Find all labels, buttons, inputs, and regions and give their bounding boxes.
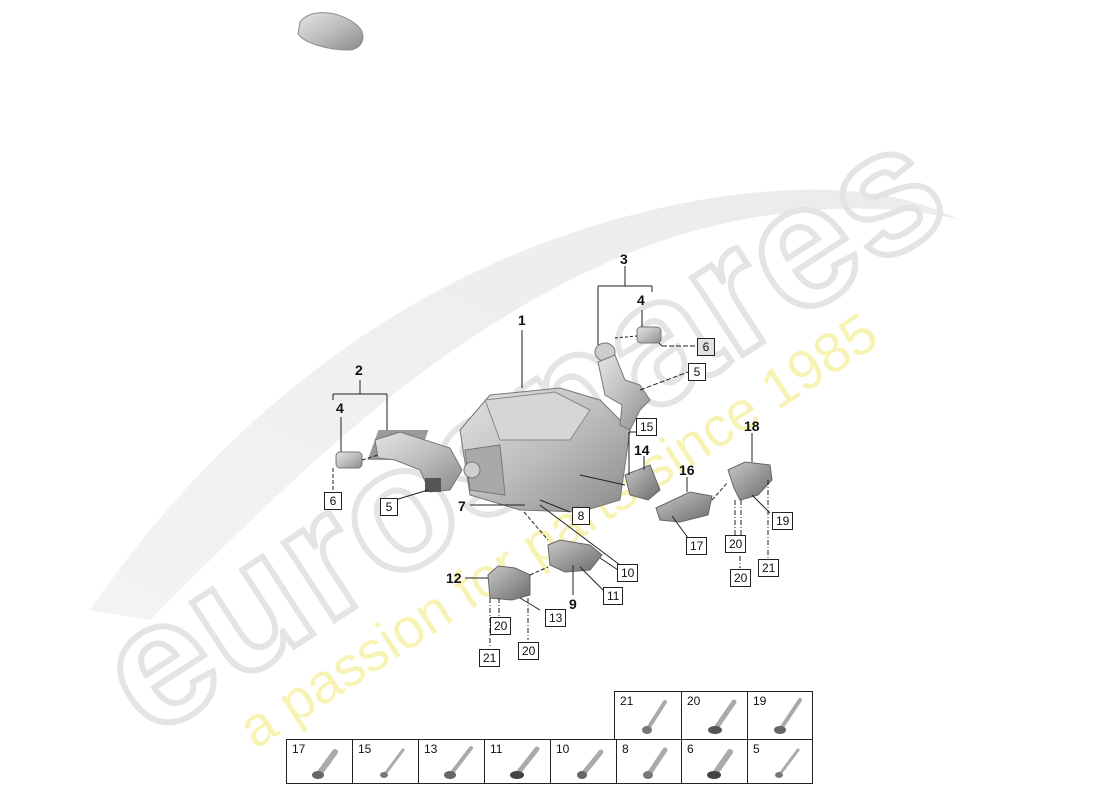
mount-9 [547,539,603,573]
fastener-cell-5[interactable]: 5 [747,739,813,784]
fastener-cell-6[interactable]: 6 [681,739,748,784]
callout-4-right[interactable]: 4 [637,292,645,308]
watermark-swoosh [90,189,960,620]
hex-bolt-icon [643,747,668,779]
callout-7[interactable]: 7 [458,498,466,514]
fastener-cell-11[interactable]: 11 [484,739,551,784]
flange-bolt-icon [642,700,667,734]
boxed-label-13[interactable]: 13 [545,609,567,627]
callout-3[interactable]: 3 [620,251,628,267]
fastener-cell-17[interactable]: 17 [286,739,353,784]
bracket-2 [374,431,463,493]
fastener-cell-10[interactable]: 10 [550,739,617,784]
washer-bolt-icon [444,746,473,779]
callout-12[interactable]: 12 [446,570,462,586]
bracket-18 [727,461,773,501]
fastener-number: 5 [753,742,760,756]
boxed-label-17[interactable]: 17 [686,537,708,555]
callout-14[interactable]: 14 [634,442,650,458]
boxed-label-6-left[interactable]: 6 [324,492,342,510]
callout-9[interactable]: 9 [569,596,577,612]
top-cap-part [297,12,364,51]
boxed-label-20-b[interactable]: 20 [518,642,540,660]
bushing-4-right [636,326,662,344]
collar-bolt-icon [510,746,540,779]
thin-bolt-icon [775,748,800,778]
fastener-number: 6 [687,742,694,756]
collar-bolt-icon [708,699,737,734]
fastener-cell-8[interactable]: 8 [616,739,682,784]
callout-1[interactable]: 1 [518,312,526,328]
fastener-cell-15[interactable]: 15 [352,739,419,784]
boxed-label-20-d[interactable]: 20 [730,569,752,587]
boxed-label-20-a[interactable]: 20 [490,617,512,635]
fastener-number: 13 [424,742,438,756]
callout-16[interactable]: 16 [679,462,695,478]
fastener-number: 20 [687,694,701,708]
boxed-label-11[interactable]: 11 [603,587,624,605]
fastener-number: 21 [620,694,634,708]
boxed-label-8[interactable]: 8 [572,507,590,525]
boxed-label-10[interactable]: 10 [617,564,639,582]
boxed-label-21-a[interactable]: 21 [479,649,501,667]
bushing-4-left [335,451,363,469]
mount-14 [624,464,661,501]
fastener-cell-21[interactable]: 21 [614,691,682,740]
callout-2[interactable]: 2 [355,362,363,378]
fastener-number: 17 [292,742,306,756]
fastener-cell-20[interactable]: 20 [681,691,748,740]
hex-bolt-icon [577,749,604,779]
bracket-12 [487,565,531,601]
boxed-label-15[interactable]: 15 [636,418,658,436]
collar-bolt-short-icon [707,749,733,779]
fastener-number: 19 [753,694,767,708]
boxed-label-21-b[interactable]: 21 [758,559,780,577]
leader-lines [332,266,771,648]
thin-bolt-icon [380,748,405,778]
fastener-number: 8 [622,742,629,756]
hex-bolt-icon [312,749,338,779]
boxed-label-5-left[interactable]: 5 [380,498,398,516]
callout-4-left[interactable]: 4 [336,400,344,416]
fastener-number: 11 [490,742,503,756]
callout-18[interactable]: 18 [744,418,760,434]
boxed-label-20-c[interactable]: 20 [725,535,747,553]
fastener-cell-13[interactable]: 13 [418,739,485,784]
fastener-number: 15 [358,742,372,756]
bracket-3 [594,342,651,431]
fastener-number: 10 [556,742,570,756]
boxed-label-6-right[interactable]: 6 [697,338,715,356]
fastener-cell-19[interactable]: 19 [747,691,813,740]
flange-bolt-icon [774,698,802,734]
boxed-label-19[interactable]: 19 [772,512,794,530]
mount-16 [655,491,713,523]
boxed-label-5-right[interactable]: 5 [688,363,706,381]
